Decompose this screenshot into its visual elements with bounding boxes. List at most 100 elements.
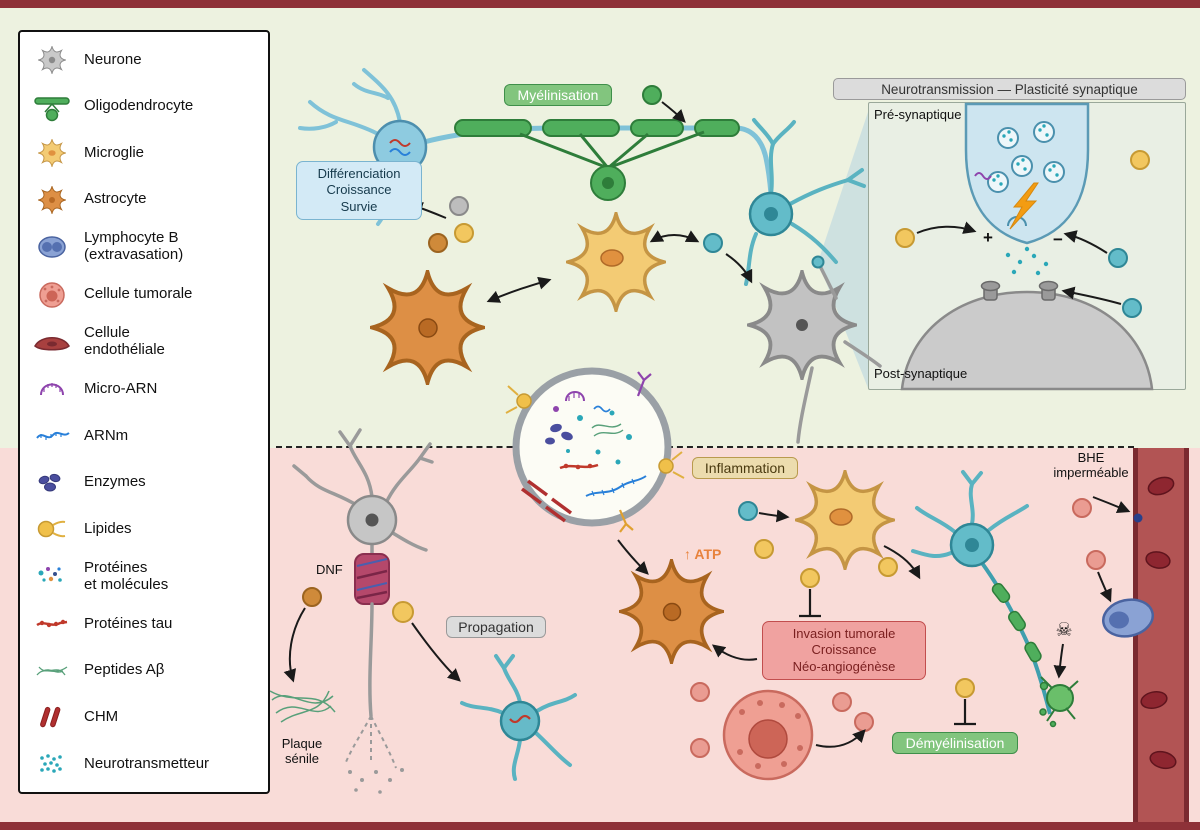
legend-label: Micro-ARN bbox=[84, 380, 158, 398]
red-blood-cells bbox=[1140, 476, 1177, 770]
double-arrow bbox=[649, 230, 700, 243]
teal-molecule-dot bbox=[738, 501, 758, 521]
legend-label: Cellule tumorale bbox=[84, 285, 193, 303]
pink-molecule-dot bbox=[690, 738, 710, 758]
senile-plaque bbox=[269, 690, 336, 723]
dying-oligodendrocyte bbox=[1040, 676, 1079, 722]
legend-item: Protéines et molécules bbox=[30, 558, 258, 594]
degenerating-neuron bbox=[292, 428, 434, 794]
arrow bbox=[661, 101, 686, 123]
neurotransmitter-cleft-dots bbox=[1005, 246, 1049, 276]
pink-molecule-dot bbox=[1072, 498, 1092, 518]
peptides-abeta-icon bbox=[30, 655, 74, 687]
lipid-dot bbox=[955, 678, 975, 698]
bhe-label: BHE imperméable bbox=[1053, 450, 1129, 480]
minus-sign: − bbox=[1053, 230, 1063, 249]
mrna-strand bbox=[585, 475, 647, 497]
legend-item: Micro-ARN bbox=[30, 373, 258, 405]
arrow bbox=[758, 509, 790, 523]
inhibition-bar bbox=[799, 589, 821, 618]
neurone-icon bbox=[30, 44, 74, 76]
legend-item: Lipides bbox=[30, 513, 258, 545]
mirna-squiggle bbox=[974, 172, 992, 180]
arnm-icon bbox=[30, 420, 74, 452]
zone-divider-dashed-line bbox=[276, 446, 1134, 448]
legend-item: Cellule tumorale bbox=[30, 279, 258, 311]
legend-label: Enzymes bbox=[84, 473, 146, 491]
tau-in-neuron bbox=[509, 714, 531, 724]
chm-icon bbox=[30, 701, 74, 733]
arrow bbox=[1063, 230, 1108, 254]
lipid-dot bbox=[878, 557, 898, 577]
mirna-hairpin bbox=[565, 391, 585, 402]
legend-label: Peptides Aβ bbox=[84, 661, 165, 679]
legend-item: CHM bbox=[30, 701, 258, 733]
proteines-molecules-icon bbox=[30, 561, 74, 593]
oligodendrocyte-myelin bbox=[454, 119, 740, 201]
double-arrow bbox=[486, 276, 552, 303]
teal-neuron-bottom bbox=[911, 470, 1079, 728]
differentiation-box: Différenciation Croissance Survie bbox=[296, 161, 422, 220]
legend-item: Microglie bbox=[30, 137, 258, 169]
arrow bbox=[916, 221, 977, 234]
arrow bbox=[1061, 286, 1122, 305]
atp-label: ↑ ATP bbox=[684, 546, 722, 562]
legend-item: Peptides Aβ bbox=[30, 655, 258, 687]
debris-dots bbox=[348, 768, 404, 794]
blood-vessel bbox=[1102, 448, 1189, 822]
abeta-tangle bbox=[591, 423, 624, 437]
lymphocyte-b-icon bbox=[30, 231, 74, 263]
gray-molecule-dot bbox=[449, 196, 469, 216]
legend-label: Protéines et molécules bbox=[84, 558, 169, 593]
degenerated-branches bbox=[345, 715, 397, 769]
propagation-badge: Propagation bbox=[446, 616, 546, 638]
arrow bbox=[815, 729, 866, 748]
arrow bbox=[1097, 571, 1112, 603]
lipid-dot bbox=[895, 228, 915, 248]
brown-molecule-dot bbox=[302, 587, 322, 607]
enzymes-icon bbox=[30, 467, 74, 499]
tumor-invasion-box: Invasion tumorale Croissance Néo-angiogé… bbox=[762, 621, 926, 680]
inflammation-badge: Inflammation bbox=[692, 457, 798, 479]
pre-synaptic-label: Pré-synaptique bbox=[874, 107, 962, 122]
lipid-dot bbox=[454, 223, 474, 243]
legend-label: Oligodendrocyte bbox=[84, 97, 194, 115]
arrow bbox=[1092, 496, 1131, 514]
chm-complex bbox=[520, 479, 573, 523]
teal-molecule-dot bbox=[703, 233, 723, 253]
lipid-dot bbox=[392, 601, 414, 623]
legend-item: Astrocyte bbox=[30, 184, 258, 216]
legend-label: Lipides bbox=[84, 519, 132, 537]
legend-item: Cellule endothéliale bbox=[30, 324, 258, 359]
microglia-bottom bbox=[795, 470, 895, 570]
legend-label: Cellule endothéliale bbox=[84, 324, 165, 359]
blocked-molecule-dot bbox=[1133, 513, 1143, 523]
senile-plaque-label: Plaque sénile bbox=[281, 736, 323, 766]
demyelinisation-badge: Démyélinisation bbox=[892, 732, 1018, 754]
arrow bbox=[283, 607, 306, 683]
skull-icon: ☠ bbox=[1055, 619, 1072, 641]
legend-item: Enzymes bbox=[30, 467, 258, 499]
purple-receptor bbox=[636, 371, 652, 397]
pink-molecule-dot bbox=[832, 692, 852, 712]
post-synaptic-dendrite bbox=[900, 290, 1154, 391]
brown-molecule-dot bbox=[428, 233, 448, 253]
gray-neuron-top bbox=[747, 255, 882, 444]
lymphocyte-b-cell bbox=[1102, 598, 1154, 638]
microglie-icon bbox=[30, 137, 74, 169]
astrocyte-bottom bbox=[619, 559, 724, 664]
pink-molecule-dot bbox=[1086, 550, 1106, 570]
micro-arn-icon bbox=[30, 373, 74, 405]
legend-item: Protéines tau bbox=[30, 608, 258, 640]
arrow bbox=[617, 539, 649, 575]
arrow bbox=[1053, 643, 1067, 679]
rna-squiggle bbox=[593, 405, 611, 413]
oligodendrocyte-icon bbox=[30, 91, 74, 123]
cellule-tumorale-icon bbox=[30, 279, 74, 311]
synapse-inset-title: Neurotransmission — Plasticité synaptiqu… bbox=[833, 78, 1186, 100]
legend-item: Neurotransmetteur bbox=[30, 748, 258, 780]
lipid-in-membrane bbox=[658, 451, 685, 479]
arrow bbox=[411, 622, 461, 682]
pink-molecule-dot bbox=[690, 682, 710, 702]
